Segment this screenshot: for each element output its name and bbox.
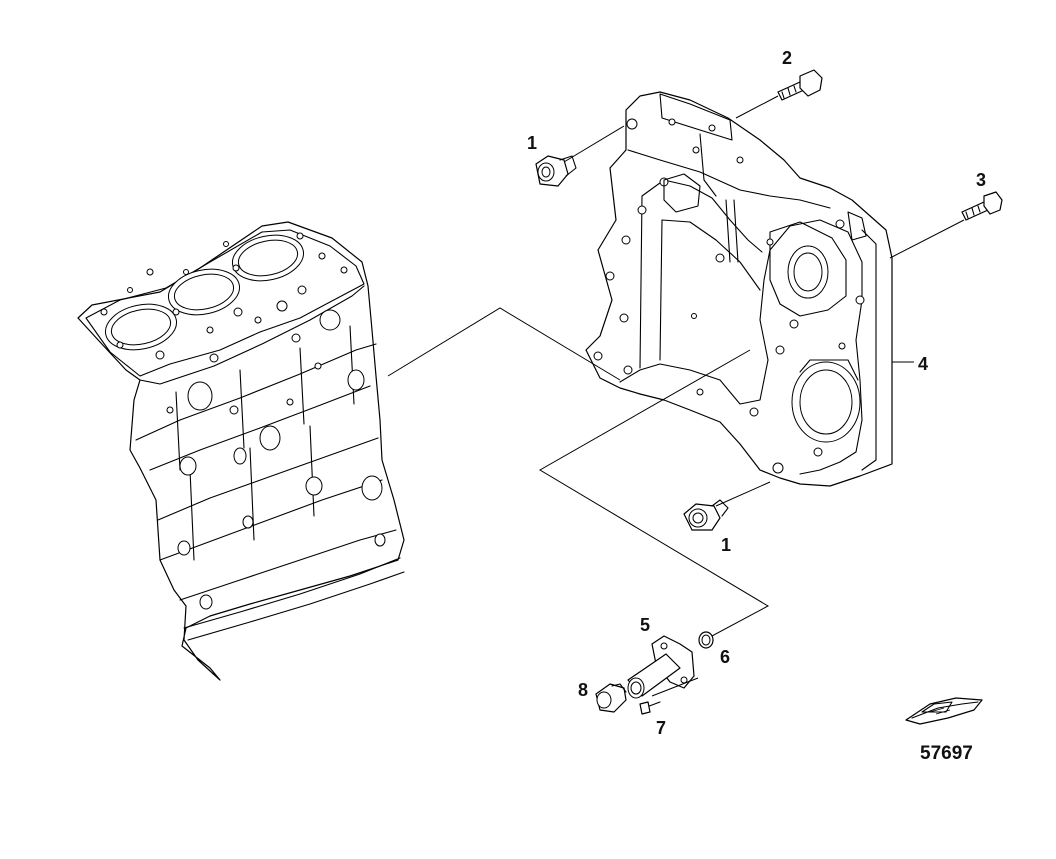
boat-icon [905,697,983,725]
callouts: 1 2 3 4 1 5 6 7 8 [527,48,986,738]
callout-4: 4 [918,354,928,374]
callout-8: 8 [578,680,588,700]
plug-1-bottom [683,499,729,531]
screw-7 [639,701,661,715]
plug-1-top [535,155,577,187]
callout-3: 3 [976,170,986,190]
plug-8 [595,683,627,713]
callout-6: 6 [720,647,730,667]
figure-number: 57697 [920,743,973,764]
bolt-3 [961,191,1003,221]
engine-block [77,221,405,681]
bolt-2 [777,69,823,101]
callout-1-bottom: 1 [721,535,731,555]
gear-case-cover [585,91,893,487]
callout-5: 5 [640,615,650,635]
callout-1-top: 1 [527,133,537,153]
leader-lines [387,95,965,697]
callout-7: 7 [656,718,666,738]
housing-5 [627,635,695,699]
callout-2: 2 [782,48,792,68]
o-ring-6 [698,631,714,649]
